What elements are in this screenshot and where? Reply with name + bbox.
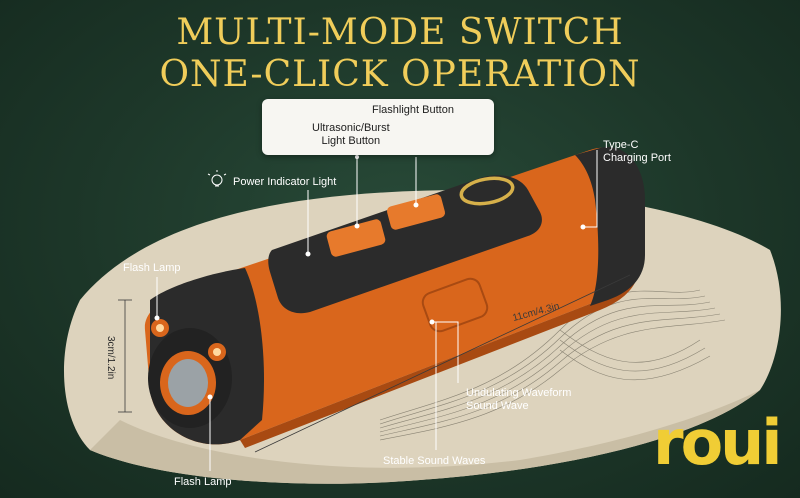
- headline-line2: ONE-CLICK OPERATION: [159, 54, 641, 95]
- dimension-guides: [118, 274, 631, 453]
- headline-line1: MULTI-MODE SWITCH: [176, 12, 624, 53]
- power-indicator-label: Power Indicator Light: [233, 176, 337, 188]
- undulating-wave-label: Undulating Waveform Sound Wave: [466, 387, 571, 413]
- ultrasonic-button-label: Ultrasonic/Burst Light Button: [312, 122, 390, 148]
- ultrasonic-label-line1: Ultrasonic/Burst: [312, 122, 390, 134]
- brand-logo: roui: [653, 406, 783, 479]
- flash-lamp-top-label: Flash Lamp: [123, 262, 181, 274]
- leader-dots: [154, 155, 586, 400]
- undulating-line1: Undulating Waveform: [466, 387, 572, 399]
- cloth-shade: [90, 390, 760, 484]
- buttons-callout-box: [262, 99, 494, 155]
- type-c-label: Type-C Charging Port: [603, 139, 671, 165]
- type-c-line1: Type-C: [603, 139, 639, 151]
- type-c-line2: Charging Port: [603, 152, 671, 164]
- height-dimension: 3cm/1.2in: [105, 336, 116, 380]
- undulating-line2: Sound Wave: [466, 400, 529, 412]
- leader-lines: [156, 150, 598, 471]
- stable-waves-label: Stable Sound Waves: [383, 455, 486, 467]
- flash-lamp-bottom-label: Flash Lamp: [174, 476, 232, 488]
- flashlight-button-label: Flashlight Button: [372, 104, 454, 116]
- lightbulb-icon: [207, 170, 227, 187]
- sound-waves: [379, 289, 726, 441]
- device: [144, 147, 645, 448]
- ultrasonic-label-line2: Light Button: [321, 135, 381, 147]
